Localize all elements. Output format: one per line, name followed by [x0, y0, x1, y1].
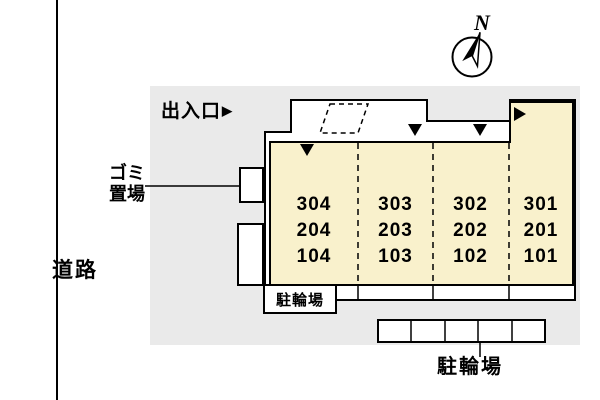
room-number: 204: [296, 220, 332, 241]
entrance-label: 出入口▶: [161, 101, 233, 123]
room-number: 301: [523, 194, 559, 215]
room-number-grid: 304 303 302 301 204 203 202 201 104 103 …: [270, 192, 574, 270]
bicycle-stalls: [377, 319, 546, 343]
room-number: 102: [453, 246, 488, 267]
compass-needle-light: [471, 32, 481, 69]
outdoor-bicycle-parking-label: 駐輪場: [437, 356, 503, 378]
stairs-dashed-outline: [318, 103, 370, 134]
road-label: 道路: [52, 259, 98, 282]
room-number: 101: [523, 246, 559, 267]
garbage-area-structure: [239, 167, 264, 203]
triangle-down-icon: [300, 144, 314, 156]
garbage-label-line1: ゴミ: [109, 163, 145, 183]
triangle-down-icon: [408, 124, 422, 136]
room-number: 203: [378, 220, 413, 241]
triangle-down-icon: [473, 124, 487, 136]
entrance-arrow-icon: ▶: [222, 103, 234, 118]
north-label: N: [474, 10, 490, 35]
side-structure: [237, 223, 264, 286]
entrance-label-text: 出入口: [161, 101, 222, 122]
room-number: 202: [453, 220, 488, 241]
garbage-label-line2: 置場: [109, 184, 145, 204]
garbage-area-label: ゴミ 置場: [93, 163, 145, 205]
room-number: 304: [296, 194, 332, 215]
room-number: 302: [453, 194, 488, 215]
triangle-right-icon: [514, 107, 526, 121]
room-number: 303: [378, 194, 413, 215]
compass-icon: [451, 32, 493, 78]
room-number: 103: [378, 246, 413, 267]
building-bicycle-parking-label: 駐輪場: [263, 284, 337, 314]
room-number: 201: [523, 220, 559, 241]
room-number: 104: [296, 246, 332, 267]
